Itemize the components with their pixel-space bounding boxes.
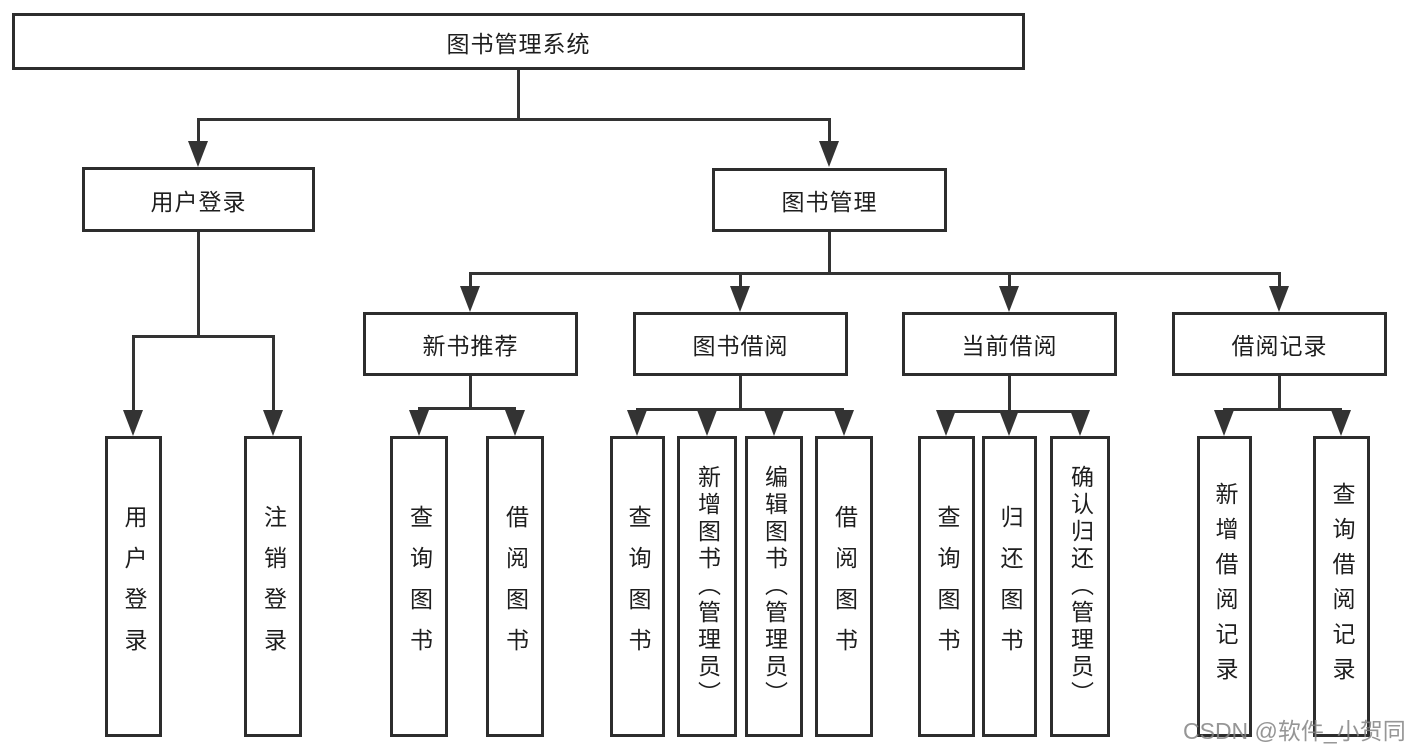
connector-logout-leaf-drop	[272, 335, 275, 413]
leaf-add-borrow-record: 新增借阅记录	[1197, 436, 1252, 737]
arrowhead-icon	[1331, 410, 1351, 436]
leaf-borrow-books-recommend: 借阅图书	[486, 436, 544, 737]
connector-current-borrow-stem	[1008, 376, 1011, 410]
connector-current-borrow-drop	[1008, 272, 1011, 290]
node-book-borrowing: 图书借阅	[633, 312, 848, 376]
connector-login-leaf-drop	[132, 335, 135, 413]
node-current-borrowing: 当前借阅	[902, 312, 1117, 376]
arrowhead-icon	[409, 410, 429, 436]
node-library-management-system: 图书管理系统	[12, 13, 1025, 70]
arrowhead-icon	[123, 410, 143, 436]
arrowhead-icon	[263, 410, 283, 436]
arrowhead-icon	[999, 410, 1019, 436]
node-book-management: 图书管理	[712, 168, 947, 232]
leaf-logout: 注销登录	[244, 436, 302, 737]
node-user-login: 用户登录	[82, 167, 315, 232]
arrowhead-icon	[1214, 410, 1234, 436]
connector-book-borrow-drop	[739, 272, 742, 290]
leaf-add-books-admin: 新增图书（管理员）	[677, 436, 737, 737]
arrowhead-icon	[999, 286, 1019, 312]
arrowhead-icon	[764, 410, 784, 436]
connector-borrow-records-drop	[1278, 272, 1281, 290]
connector-root-stem	[517, 70, 520, 118]
arrowhead-icon	[1070, 410, 1090, 436]
arrowhead-icon	[936, 410, 956, 436]
leaf-edit-books-admin: 编辑图书（管理员）	[745, 436, 803, 737]
arrowhead-icon	[188, 141, 208, 167]
arrowhead-icon	[834, 410, 854, 436]
leaf-query-books-borrow: 查询图书	[610, 436, 665, 737]
connector-user-login-rail	[132, 335, 274, 338]
connector-user-login-drop	[197, 118, 200, 144]
arrowhead-icon	[505, 410, 525, 436]
leaf-query-books-recommend: 查询图书	[390, 436, 448, 737]
connector-borrow-records-stem	[1278, 375, 1281, 408]
arrowhead-icon	[460, 286, 480, 312]
node-new-book-recommendation: 新书推荐	[363, 312, 578, 376]
leaf-query-books-current: 查询图书	[918, 436, 975, 737]
arrowhead-icon	[627, 410, 647, 436]
connector-new-book-drop	[469, 272, 472, 290]
connector-book-borrow-rail	[636, 408, 844, 411]
leaf-confirm-return-admin: 确认归还（管理员）	[1050, 436, 1110, 737]
connector-borrow-records-rail	[1223, 408, 1342, 411]
leaf-query-borrow-record: 查询借阅记录	[1313, 436, 1370, 737]
arrowhead-icon	[819, 141, 839, 167]
leaf-user-login: 用户登录	[105, 436, 162, 737]
connector-user-login-stem	[197, 232, 200, 335]
leaf-return-books: 归还图书	[982, 436, 1037, 737]
connector-level2-rail	[197, 118, 831, 121]
arrowhead-icon	[1269, 286, 1289, 312]
connector-book-borrow-stem	[739, 376, 742, 408]
leaf-borrow-books: 借阅图书	[815, 436, 873, 737]
connector-book-mgmt-drop	[828, 118, 831, 144]
arrowhead-icon	[697, 410, 717, 436]
connector-new-book-stem	[469, 376, 472, 407]
connector-new-book-rail	[418, 407, 516, 410]
connector-level3-rail	[469, 272, 1281, 275]
arrowhead-icon	[730, 286, 750, 312]
csdn-watermark: CSDN @软件_小贺同学	[1183, 718, 1405, 744]
node-borrowing-records: 借阅记录	[1172, 312, 1387, 376]
connector-book-mgmt-stem	[828, 232, 831, 272]
